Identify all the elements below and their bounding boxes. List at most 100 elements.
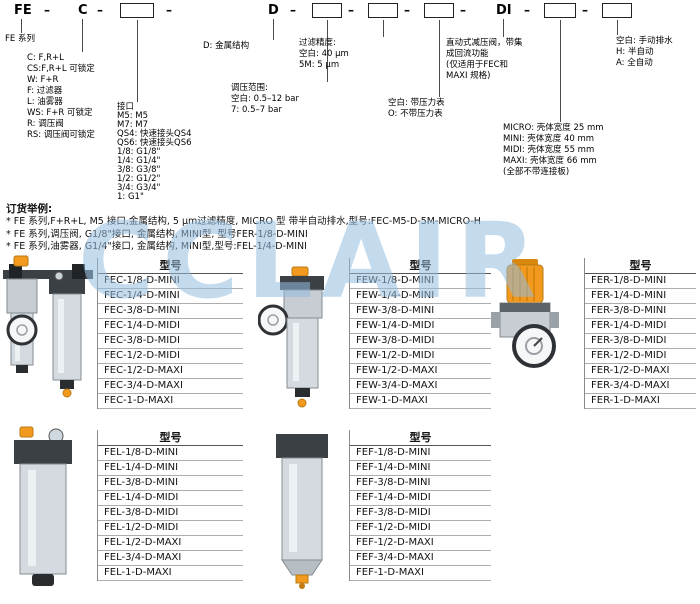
port-option: QS6: 快速接头QS6 <box>117 138 192 148</box>
connector-line-size <box>560 20 561 122</box>
function-option: F: 过滤器 <box>27 86 63 96</box>
table-row: FEW-1/4-D-MIDI <box>350 319 491 334</box>
table-header: 型号 <box>98 258 243 274</box>
table-row: FER-3/8-D-MIDI <box>585 334 696 349</box>
table-header: 型号 <box>350 258 491 274</box>
di-note-line: MAXI 规格) <box>446 71 491 81</box>
pressure-range-option: 7: 0.5–7 bar <box>231 105 282 115</box>
code-dash: – <box>97 3 103 17</box>
table-row: FEC-1/4-D-MINI <box>98 289 243 304</box>
connector-line-range <box>327 20 328 82</box>
desc-metal-construction: D: 金属结构 <box>203 41 250 51</box>
di-note-line: (仅适用于FEC和 <box>446 60 509 70</box>
table-row: FEF-1/8-D-MINI <box>350 446 491 461</box>
table-row: FEF-3/8-D-MIDI <box>350 506 491 521</box>
connector-line-filt <box>383 20 384 37</box>
desc-filtration-title: 过滤精度: <box>299 38 336 48</box>
gauge-option: O: 不带压力表 <box>388 109 443 119</box>
function-option: C: F,R+L <box>27 53 64 63</box>
di-note-line: 成回流功能 <box>446 49 489 59</box>
connector-line-c <box>82 19 83 52</box>
table-row: FER-1/8-D-MINI <box>585 274 696 289</box>
table-row: FEF-1/2-D-MAXI <box>350 536 491 551</box>
code-box-filtration <box>368 3 398 18</box>
code-dash: – <box>166 3 172 17</box>
filtration-option: 5M: 5 μm <box>299 60 340 70</box>
table-row: FEL-1/8-D-MINI <box>98 446 243 461</box>
code-box-size <box>544 3 576 18</box>
code-dash: – <box>582 3 588 17</box>
ordering-example-line: * FE 系列,调压阀, G1/8"接口, 金属结构, MINI型, 型号FER… <box>6 228 308 240</box>
table-row: FEL-1-D-MAXI <box>98 566 243 581</box>
table-row: FEW-1/2-D-MIDI <box>350 349 491 364</box>
table-row: FEW-1/4-D-MINI <box>350 289 491 304</box>
pressure-range-option: 空白: 0.5–12 bar <box>231 94 299 104</box>
fer-product-image <box>490 258 582 374</box>
table-row: FEW-1/2-D-MAXI <box>350 364 491 379</box>
port-option: 1: G1" <box>117 192 144 202</box>
fec-product-image <box>2 254 94 420</box>
table-row: FEW-3/4-D-MAXI <box>350 379 491 394</box>
code-dash: – <box>524 3 530 17</box>
table-row: FEW-1/8-D-MINI <box>350 274 491 289</box>
table-row: FEF-3/8-D-MINI <box>350 476 491 491</box>
code-box-port <box>120 3 154 18</box>
table-row: FEC-1-D-MAXI <box>98 394 243 409</box>
table-row: FEF-1/2-D-MIDI <box>350 521 491 536</box>
drain-option: 空白: 手动排水 <box>616 36 673 46</box>
connector-line-d <box>273 19 274 40</box>
di-note-line: 直动式减压阀，带集 <box>446 38 523 48</box>
table-row: FEL-3/8-D-MINI <box>98 476 243 491</box>
table-row: FEL-3/8-D-MIDI <box>98 506 243 521</box>
code-box-gauge <box>424 3 454 18</box>
connector-line-di <box>503 19 504 37</box>
table-row: FEC-1/8-D-MINI <box>98 274 243 289</box>
few-product-image <box>257 266 346 418</box>
table-row: FEC-1/4-D-MIDI <box>98 319 243 334</box>
drain-option: H: 半自动 <box>616 47 654 57</box>
table-row: FEW-3/8-D-MINI <box>350 304 491 319</box>
table-row: FEL-1/4-D-MINI <box>98 461 243 476</box>
size-option: MAXI: 壳体宽度 66 mm <box>503 156 597 166</box>
connector-line-fe <box>21 19 22 33</box>
table-row: FER-1/2-D-MAXI <box>585 364 696 379</box>
function-option: R: 调压阀 <box>27 119 64 129</box>
size-option: (全部不带连接板) <box>503 167 570 177</box>
table-header: 型号 <box>98 430 243 446</box>
gauge-option: 空白: 带压力表 <box>388 98 445 108</box>
function-option: CS:F,R+L 可锁定 <box>27 64 95 74</box>
size-option: MICRO: 壳体宽度 25 mm <box>503 123 604 133</box>
table-row: FEF-3/4-D-MAXI <box>350 551 491 566</box>
code-segment-di: DI <box>496 3 512 18</box>
desc-pressure-range-title: 调压范围: <box>231 83 268 93</box>
table-row: FEC-3/8-D-MIDI <box>98 334 243 349</box>
function-option: W: F+R <box>27 75 59 85</box>
table-row: FEF-1/4-D-MIDI <box>350 491 491 506</box>
table-row: FEL-3/4-D-MAXI <box>98 551 243 566</box>
port-option: QS4: 快速接头QS4 <box>117 129 192 139</box>
code-dash: – <box>290 3 296 17</box>
table-row: FER-3/4-D-MAXI <box>585 379 696 394</box>
table-row: FER-1/4-D-MIDI <box>585 319 696 334</box>
fel-product-image <box>8 424 84 600</box>
connector-line-gauge <box>439 20 440 97</box>
ordering-example-line: * FE 系列,油雾器, G1/4"接口, 金属结构, MINI型,型号:FEL… <box>6 241 307 252</box>
function-option: RS: 调压阀可锁定 <box>27 130 95 140</box>
code-segment-c: C <box>78 3 88 18</box>
table-header: 型号 <box>585 258 696 274</box>
connector-line-port <box>137 20 138 102</box>
